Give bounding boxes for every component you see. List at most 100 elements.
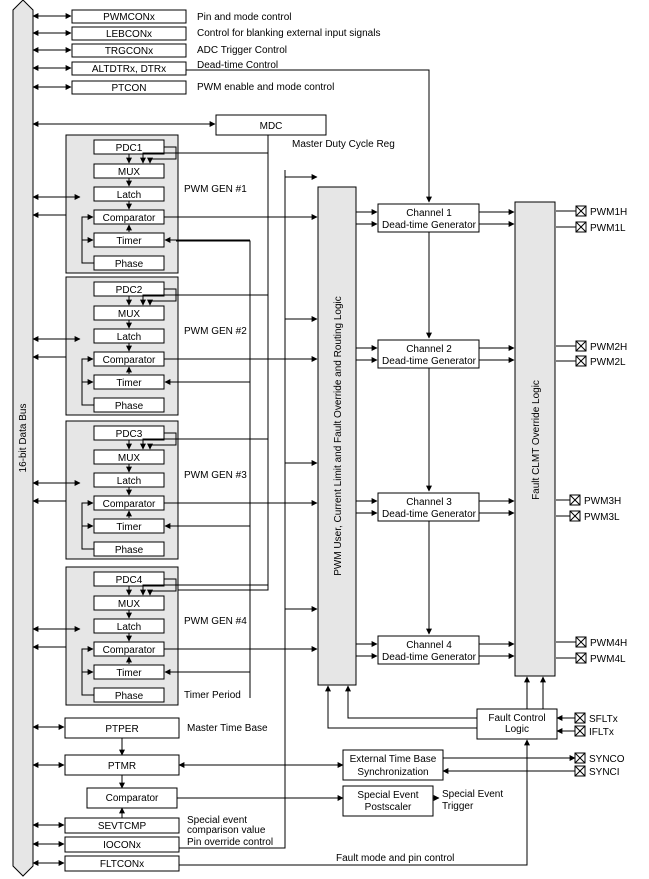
svg-text:Dead-time Generator: Dead-time Generator <box>382 509 477 520</box>
svg-text:MUX: MUX <box>118 453 141 464</box>
gen-comparator-block: Comparator <box>93 209 165 225</box>
svg-text:PDC2: PDC2 <box>116 285 143 296</box>
register-pwmconx: PWMCONx Pin and mode control <box>32 9 292 24</box>
svg-text:PWMCONx: PWMCONx <box>103 12 155 23</box>
data-bus-label: 16-bit Data Bus <box>18 404 29 473</box>
pwm-gen-title: PWM GEN #2 <box>184 326 247 337</box>
gen-phase-block: Phase <box>93 687 165 703</box>
gen-timer-block: Timer <box>93 374 165 390</box>
register-sevtcmp: SEVTCMP Special event comparison value <box>32 815 266 836</box>
register-altdtrx: ALTDTRx, DTRx Dead-time Control <box>32 60 432 203</box>
pin-synci: SYNCI <box>574 765 620 778</box>
svg-text:PDC3: PDC3 <box>116 429 143 440</box>
svg-text:Dead-time Generator: Dead-time Generator <box>382 220 477 231</box>
svg-text:Fault CLMT Override Logic: Fault CLMT Override Logic <box>531 380 542 500</box>
svg-text:Logic: Logic <box>505 724 529 735</box>
gen-comparator-block: Comparator <box>93 351 165 367</box>
svg-text:MUX: MUX <box>118 309 141 320</box>
svg-text:PTCON: PTCON <box>112 83 147 94</box>
pwmconx-desc: Pin and mode control <box>197 12 292 23</box>
pin-pwm3h: PWM3H <box>556 494 621 507</box>
pin-label-pwm4l: PWM4L <box>590 654 626 665</box>
pwm-gen-title: PWM GEN #3 <box>184 470 247 481</box>
register-ioconx: IOCONx Pin override control <box>32 170 286 853</box>
svg-text:Dead-time Generator: Dead-time Generator <box>382 356 477 367</box>
svg-text:TRGCONx: TRGCONx <box>105 46 153 57</box>
gen-mux-block: MUX <box>93 449 165 465</box>
svg-text:PDC4: PDC4 <box>116 575 143 586</box>
register-ptcon: PTCON PWM enable and mode control <box>32 80 334 95</box>
svg-text:Timer: Timer <box>116 236 142 247</box>
ptper-desc: Master Time Base <box>187 723 268 734</box>
pin-label-synci: SYNCI <box>589 767 620 778</box>
gen-phase-block: Phase <box>93 541 165 557</box>
gen-timer-block: Timer <box>93 232 165 248</box>
svg-text:Comparator: Comparator <box>103 213 156 224</box>
svg-text:Special Event: Special Event <box>357 790 418 801</box>
gen-latch-block: Latch <box>93 472 165 488</box>
gen-mux-block: MUX <box>93 163 165 179</box>
pin-pwm4h: PWM4H <box>556 636 627 649</box>
svg-text:Latch: Latch <box>117 476 141 487</box>
register-ptper: PTPER Master Time Base <box>32 717 268 756</box>
gen-comparator-block: Comparator <box>93 641 165 657</box>
data-bus: 16-bit Data Bus <box>12 0 34 877</box>
svg-text:PWM User, Current Limit and Fa: PWM User, Current Limit and Fault Overri… <box>333 296 344 576</box>
pwm-gen-title: PWM GEN #4 <box>184 616 247 627</box>
pin-label-pwm1l: PWM1L <box>590 223 626 234</box>
special-event-trigger-line2: Trigger <box>442 801 474 812</box>
svg-text:Phase: Phase <box>115 691 144 702</box>
pin-label-sfltx: SFLTx <box>589 714 618 725</box>
gen-mux-block: MUX <box>93 595 165 611</box>
svg-text:Timer: Timer <box>116 668 142 679</box>
svg-text:Fault Control: Fault Control <box>488 713 545 724</box>
svg-text:Timer: Timer <box>116 378 142 389</box>
pwm-gen-3: PWM GEN #3PDC3MUXLatchComparatorTimerPha… <box>32 420 318 560</box>
pin-label-pwm3l: PWM3L <box>584 512 620 523</box>
svg-text:Comparator: Comparator <box>103 645 156 656</box>
gen-pdc-block: PDC3 <box>93 425 165 441</box>
gen-timer-block: Timer <box>93 664 165 680</box>
svg-text:Latch: Latch <box>117 332 141 343</box>
svg-text:Channel 2: Channel 2 <box>406 344 452 355</box>
pin-pwm2h: PWM2H <box>556 340 627 353</box>
svg-text:Postscaler: Postscaler <box>365 802 412 813</box>
svg-text:Phase: Phase <box>115 401 144 412</box>
pin-ifltx: IFLTx <box>574 725 614 738</box>
svg-text:PTPER: PTPER <box>105 724 138 735</box>
pin-label-pwm3h: PWM3H <box>584 496 621 507</box>
pin-label-pwm4h: PWM4H <box>590 638 627 649</box>
fault-clmt-override-logic: Fault CLMT Override Logic <box>514 201 556 677</box>
register-lebconx: LEBCONx Control for blanking external in… <box>32 26 380 41</box>
pwm-gen-1: PWM GEN #1PDC1MUXLatchComparatorTimerPha… <box>32 134 318 274</box>
pin-pwm1l: PWM1L <box>556 221 626 234</box>
gen-pdc-block: PDC1 <box>93 139 165 155</box>
svg-text:PDC1: PDC1 <box>116 143 143 154</box>
svg-text:FLTCONx: FLTCONx <box>100 859 144 870</box>
svg-text:Comparator: Comparator <box>106 793 159 804</box>
svg-text:ALTDTRx, DTRx: ALTDTRx, DTRx <box>92 64 166 75</box>
svg-text:Channel 1: Channel 1 <box>406 208 452 219</box>
register-fltconx: FLTCONx Fault mode and pin control <box>32 739 530 872</box>
override-routing-logic: PWM User, Current Limit and Fault Overri… <box>317 186 357 686</box>
gen-pdc-block: PDC2 <box>93 281 165 297</box>
gen-mux-block: MUX <box>93 305 165 321</box>
svg-text:MDC: MDC <box>260 121 283 132</box>
fault-control-logic: Fault Control Logic <box>325 676 575 740</box>
svg-text:LEBCONx: LEBCONx <box>106 29 152 40</box>
register-trgconx: TRGCONx ADC Trigger Control <box>32 43 287 58</box>
timer-period-label: Timer Period <box>184 690 241 701</box>
pin-label-pwm2l: PWM2L <box>590 357 626 368</box>
altdtrx-desc: Dead-time Control <box>197 60 278 71</box>
gen-comparator-block: Comparator <box>93 495 165 511</box>
pin-synco: SYNCO <box>574 752 625 765</box>
pin-pwm1h: PWM1H <box>556 205 627 218</box>
svg-text:Phase: Phase <box>115 259 144 270</box>
pin-pwm2l: PWM2L <box>556 355 626 368</box>
svg-text:Dead-time Generator: Dead-time Generator <box>382 652 477 663</box>
